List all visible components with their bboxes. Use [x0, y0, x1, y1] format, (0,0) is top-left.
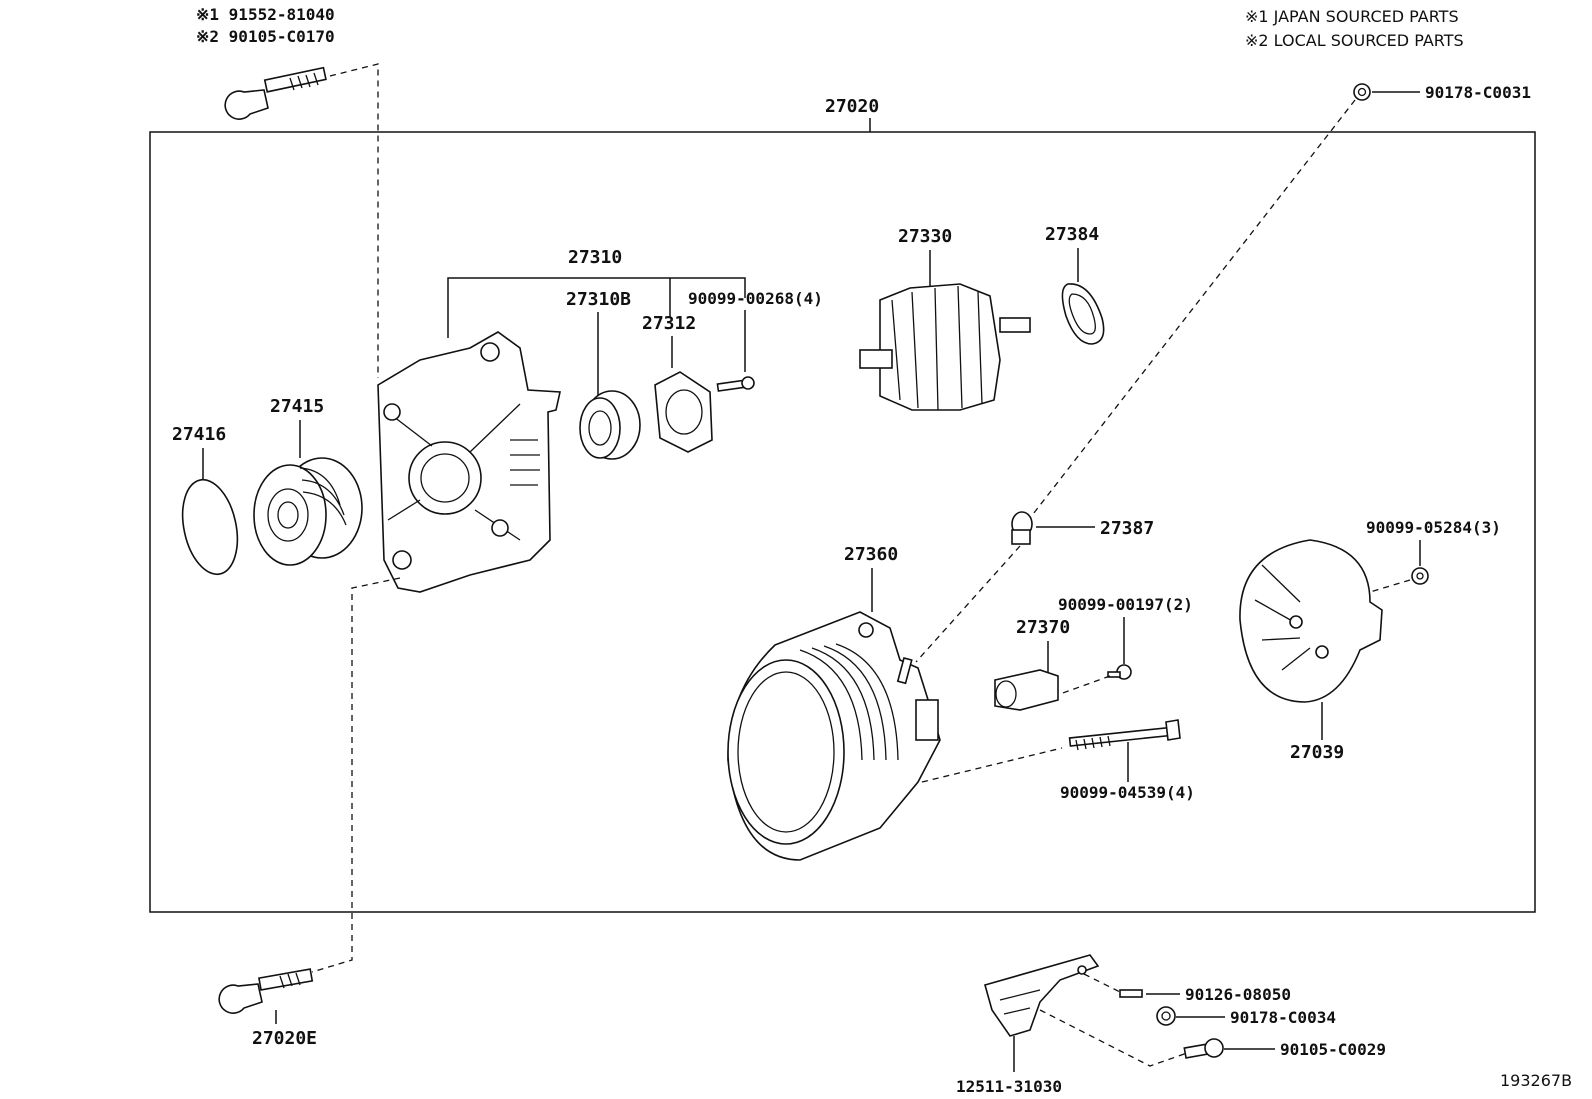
rotor-27330-drawing [859, 283, 1031, 411]
nut-90178-c0031-drawing [1353, 83, 1371, 101]
label-90105-c0029: 90105-C0029 [1280, 1040, 1386, 1059]
stud-90126-08050-drawing [1119, 989, 1143, 998]
label-27312: 27312 [642, 313, 696, 334]
bolt-90105-c0029-drawing [1183, 1038, 1224, 1059]
label-27310: 27310 [568, 247, 622, 268]
cap-27416-drawing [181, 478, 239, 576]
label-bolt-variant-1: ※1 91552-81040 [196, 5, 335, 24]
label-90099-05284: 90099-05284(3) [1366, 518, 1501, 537]
label-90178-c0034: 90178-C0034 [1230, 1008, 1336, 1027]
dashline-top-bolt [329, 63, 379, 378]
dashline-bottom-bolt [311, 577, 401, 973]
screw-90099-00197-drawing [1107, 664, 1132, 680]
label-27370: 27370 [1016, 617, 1070, 638]
nut-90099-05284-drawing [1411, 567, 1429, 585]
label-27387: 27387 [1100, 518, 1154, 539]
bolt-27020e-drawing [218, 968, 314, 1014]
label-90099-00268: 90099-00268(4) [688, 289, 823, 308]
dashline-nut-to-27387 [1029, 99, 1356, 519]
label-27384: 27384 [1045, 224, 1099, 245]
note-japan-sourced: ※1 JAPAN SOURCED PARTS [1245, 7, 1459, 26]
label-90099-04539: 90099-04539(4) [1060, 783, 1195, 802]
label-12511-31030: 12511-31030 [956, 1077, 1062, 1096]
terminal-27387-drawing [1011, 511, 1033, 545]
rear-cover-27039-drawing [1239, 539, 1383, 703]
bracket-12511-31030-drawing [984, 954, 1100, 1037]
figure-id: 193267B [1500, 1071, 1572, 1090]
note-local-sourced: ※2 LOCAL SOURCED PARTS [1245, 31, 1464, 50]
nut-90178-c0034-drawing [1156, 1006, 1176, 1026]
label-27310b: 27310B [566, 289, 631, 310]
drive-end-frame-drawing [377, 331, 561, 593]
assembly-box [149, 131, 1536, 913]
stator-housing-27360-drawing [727, 611, 941, 861]
retainer-27312-drawing [654, 371, 713, 453]
insulator-27384-drawing [1061, 283, 1105, 345]
label-27416: 27416 [172, 424, 226, 445]
dashline-through-bolt [921, 747, 1063, 783]
through-bolt-90099-04539-drawing [1068, 719, 1181, 751]
pulley-27415-drawing [253, 457, 363, 566]
label-27020e: 27020E [252, 1028, 317, 1049]
label-27020: 27020 [825, 96, 879, 117]
label-27330: 27330 [898, 226, 952, 247]
label-27039: 27039 [1290, 742, 1344, 763]
label-90126-08050: 90126-08050 [1185, 985, 1291, 1004]
brush-holder-27370-drawing [994, 669, 1059, 711]
dashline-27387-to-frame [915, 545, 1021, 663]
label-27360: 27360 [844, 544, 898, 565]
bolt-top-left-drawing [224, 66, 327, 120]
label-90178-c0031: 90178-C0031 [1425, 83, 1531, 102]
label-27415: 27415 [270, 396, 324, 417]
label-90099-00197: 90099-00197(2) [1058, 595, 1193, 614]
bearing-27310b-drawing [579, 390, 641, 460]
label-bolt-variant-2: ※2 90105-C0170 [196, 27, 335, 46]
screw-90099-00268-drawing [716, 376, 755, 392]
